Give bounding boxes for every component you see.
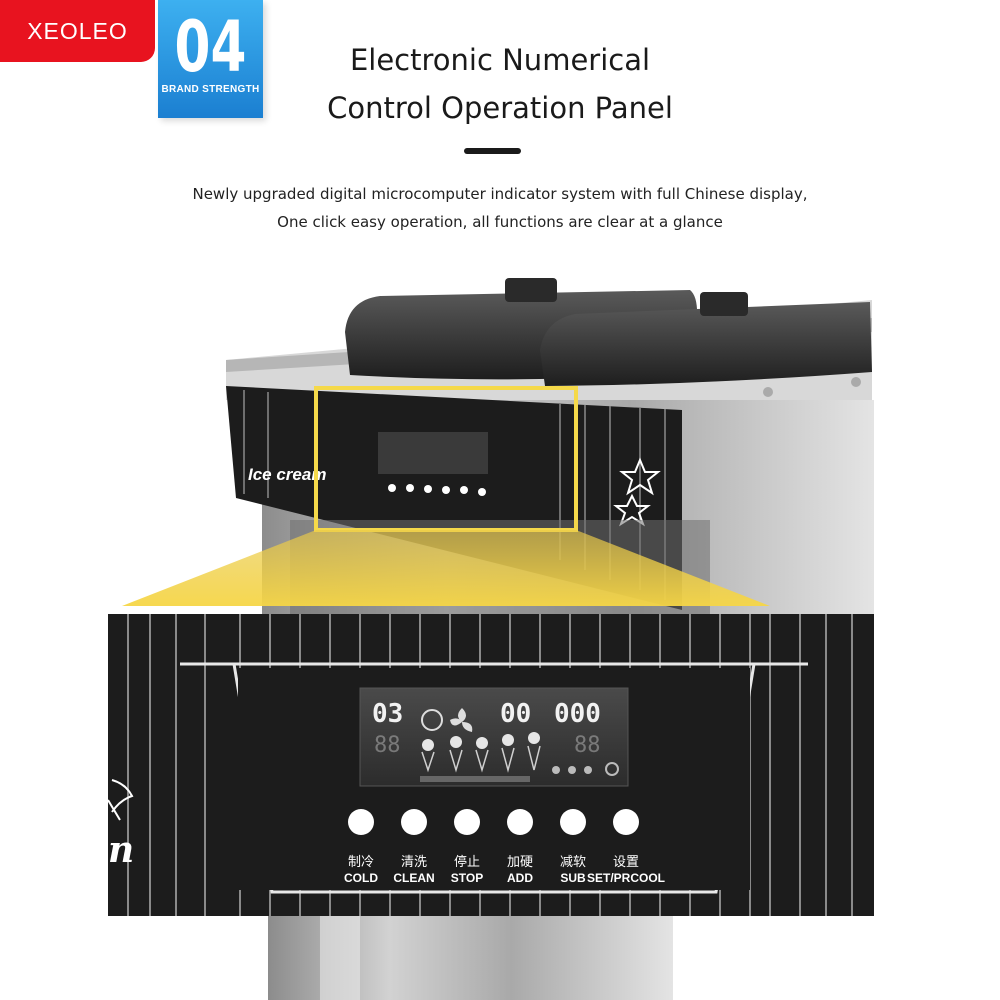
star-icon bbox=[613, 457, 661, 527]
button-label-cn: 加硬 bbox=[507, 855, 533, 870]
description: Newly upgraded digital microcomputer ind… bbox=[100, 180, 900, 236]
ice-cream-icon bbox=[107, 779, 134, 821]
lcd-left-digits: 03 bbox=[372, 699, 403, 729]
button-label-cn: 减软 bbox=[560, 855, 586, 870]
zoom-beam bbox=[122, 530, 770, 606]
button-circle[interactable] bbox=[454, 809, 480, 835]
svg-text:n: n bbox=[108, 829, 134, 871]
cone-icons bbox=[420, 732, 619, 782]
button-label-en: SUB bbox=[560, 871, 586, 885]
lcd-lower-left: 88 bbox=[374, 733, 401, 758]
fan-icon bbox=[421, 708, 473, 732]
mini-panel-preview bbox=[378, 432, 488, 496]
lcd-mid-digits: 00 bbox=[500, 699, 531, 729]
button-label-cn: 清洗 bbox=[401, 855, 427, 870]
button-label-cn: 设置 bbox=[613, 855, 639, 870]
badge-caption: BRAND STRENGTH bbox=[161, 84, 260, 95]
button-label-cn: 制冷 bbox=[348, 855, 374, 870]
button-label-en: CLEAN bbox=[393, 871, 434, 885]
button-circle[interactable] bbox=[348, 809, 374, 835]
lcd-lower-right: 88 bbox=[574, 733, 601, 758]
button-circle[interactable] bbox=[560, 809, 586, 835]
title-divider bbox=[464, 148, 521, 154]
description-line-1: Newly upgraded digital microcomputer ind… bbox=[192, 185, 808, 203]
button-label-en: STOP bbox=[451, 871, 483, 885]
badge-number: 04 bbox=[174, 6, 247, 88]
button-circle[interactable] bbox=[507, 809, 533, 835]
button-label-en: SET/PRCOOL bbox=[587, 871, 665, 885]
button-circle[interactable] bbox=[613, 809, 639, 835]
description-line-2: One click easy operation, all functions … bbox=[277, 213, 723, 231]
button-label-en: COLD bbox=[344, 871, 378, 885]
lcd-right-digits: 000 bbox=[554, 699, 601, 729]
brand-logo: XEOLEO bbox=[0, 0, 155, 62]
title-line-2: Control Operation Panel bbox=[327, 91, 673, 125]
button-label-cn: 停止 bbox=[454, 854, 480, 870]
title-line-1: Electronic Numerical bbox=[349, 43, 651, 77]
button-circle[interactable] bbox=[401, 809, 427, 835]
button-label-en: ADD bbox=[507, 871, 533, 885]
lcd-display bbox=[359, 687, 629, 787]
side-label: Ice cream bbox=[248, 465, 326, 484]
brand-strength-badge: 04 BRAND STRENGTH bbox=[158, 0, 263, 118]
page-title: Electronic Numerical Control Operation P… bbox=[250, 36, 750, 132]
